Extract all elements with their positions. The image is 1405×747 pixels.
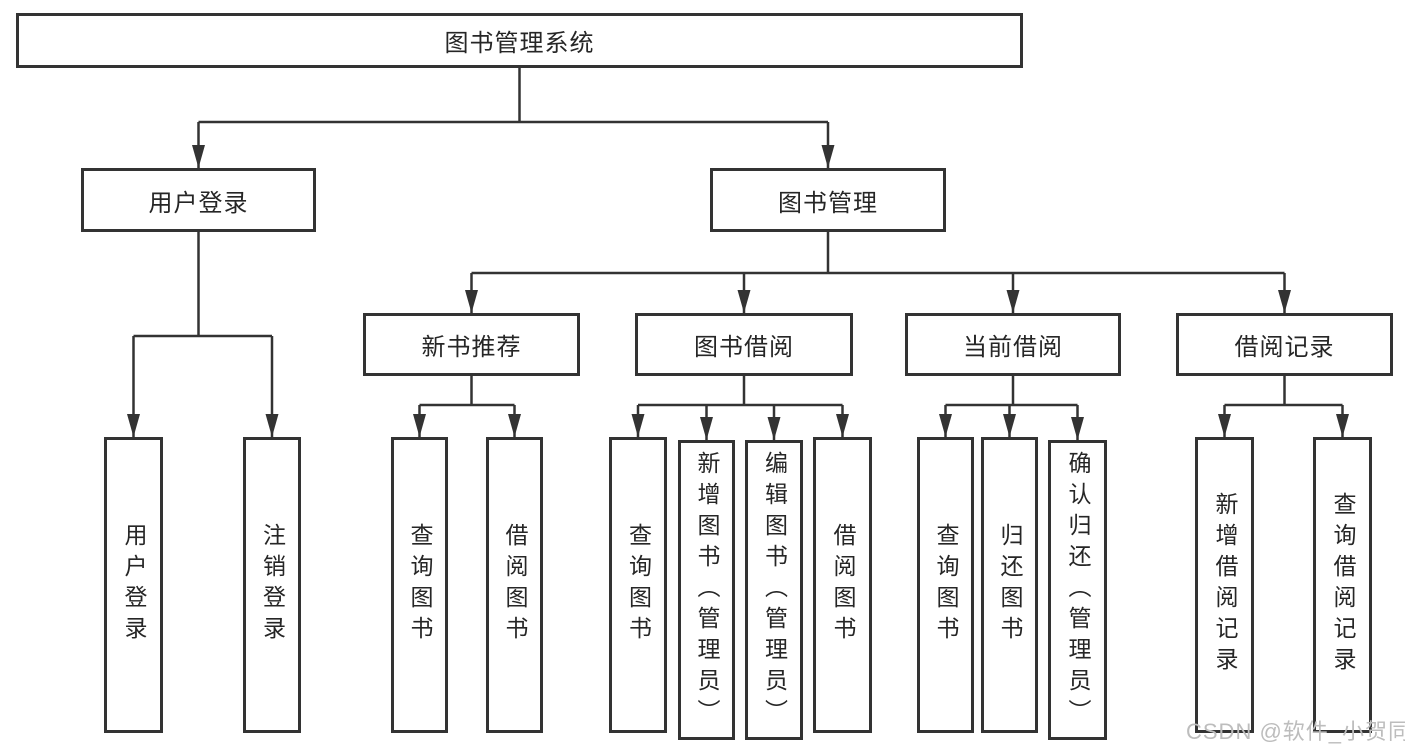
node-borrowing-records: 借阅记录: [1176, 313, 1393, 376]
node-current-borrowing: 当前借阅: [905, 313, 1121, 376]
node-book-management: 图书管理: [710, 168, 946, 232]
leaf-query-books-current: 查询图书: [917, 437, 974, 733]
node-book-borrowing: 图书借阅: [635, 313, 853, 376]
leaf-label: 注销登录: [259, 523, 286, 647]
leaf-label: 归还图书: [997, 523, 1023, 647]
leaf-confirm-return-admin: 确认归还（管理员）: [1048, 440, 1107, 740]
connector-rails: [133, 68, 1343, 407]
leaf-label: 确认归还（管理员）: [1065, 450, 1091, 730]
leaf-query-books-recommend: 查询图书: [391, 437, 448, 733]
leaf-borrow-books-borrowing: 借阅图书: [813, 437, 872, 733]
leaf-query-borrow-record: 查询借阅记录: [1313, 437, 1372, 733]
leaf-add-borrow-record: 新增借阅记录: [1195, 437, 1254, 733]
csdn-watermark: CSDN @软件_小贺同学: [1186, 719, 1405, 744]
leaf-label: 查询图书: [407, 523, 433, 647]
leaf-query-books-borrowing: 查询图书: [609, 437, 667, 733]
leaf-user-login: 用户登录: [104, 437, 163, 733]
leaf-label: 借阅图书: [830, 523, 856, 647]
leaf-label: 查询图书: [933, 523, 959, 647]
leaf-label: 查询图书: [625, 523, 652, 647]
leaf-edit-books-admin: 编辑图书（管理员）: [745, 440, 803, 740]
leaf-label: 用户登录: [121, 523, 147, 647]
leaf-add-books-admin: 新增图书（管理员）: [678, 440, 735, 740]
leaf-logout: 注销登录: [243, 437, 301, 733]
leaf-label: 新增借阅记录: [1212, 492, 1238, 678]
leaf-label: 新增图书（管理员）: [694, 450, 720, 730]
leaf-label: 编辑图书（管理员）: [761, 450, 788, 730]
connector-arrows: [127, 122, 1349, 440]
leaf-borrow-books-recommend: 借阅图书: [486, 437, 543, 733]
leaf-label: 借阅图书: [502, 523, 528, 647]
node-user-login: 用户登录: [81, 168, 316, 232]
leaf-label: 查询借阅记录: [1330, 492, 1356, 678]
node-new-book-recommendation: 新书推荐: [363, 313, 580, 376]
leaf-return-books: 归还图书: [981, 437, 1038, 733]
node-root-library-management-system: 图书管理系统: [16, 13, 1023, 68]
